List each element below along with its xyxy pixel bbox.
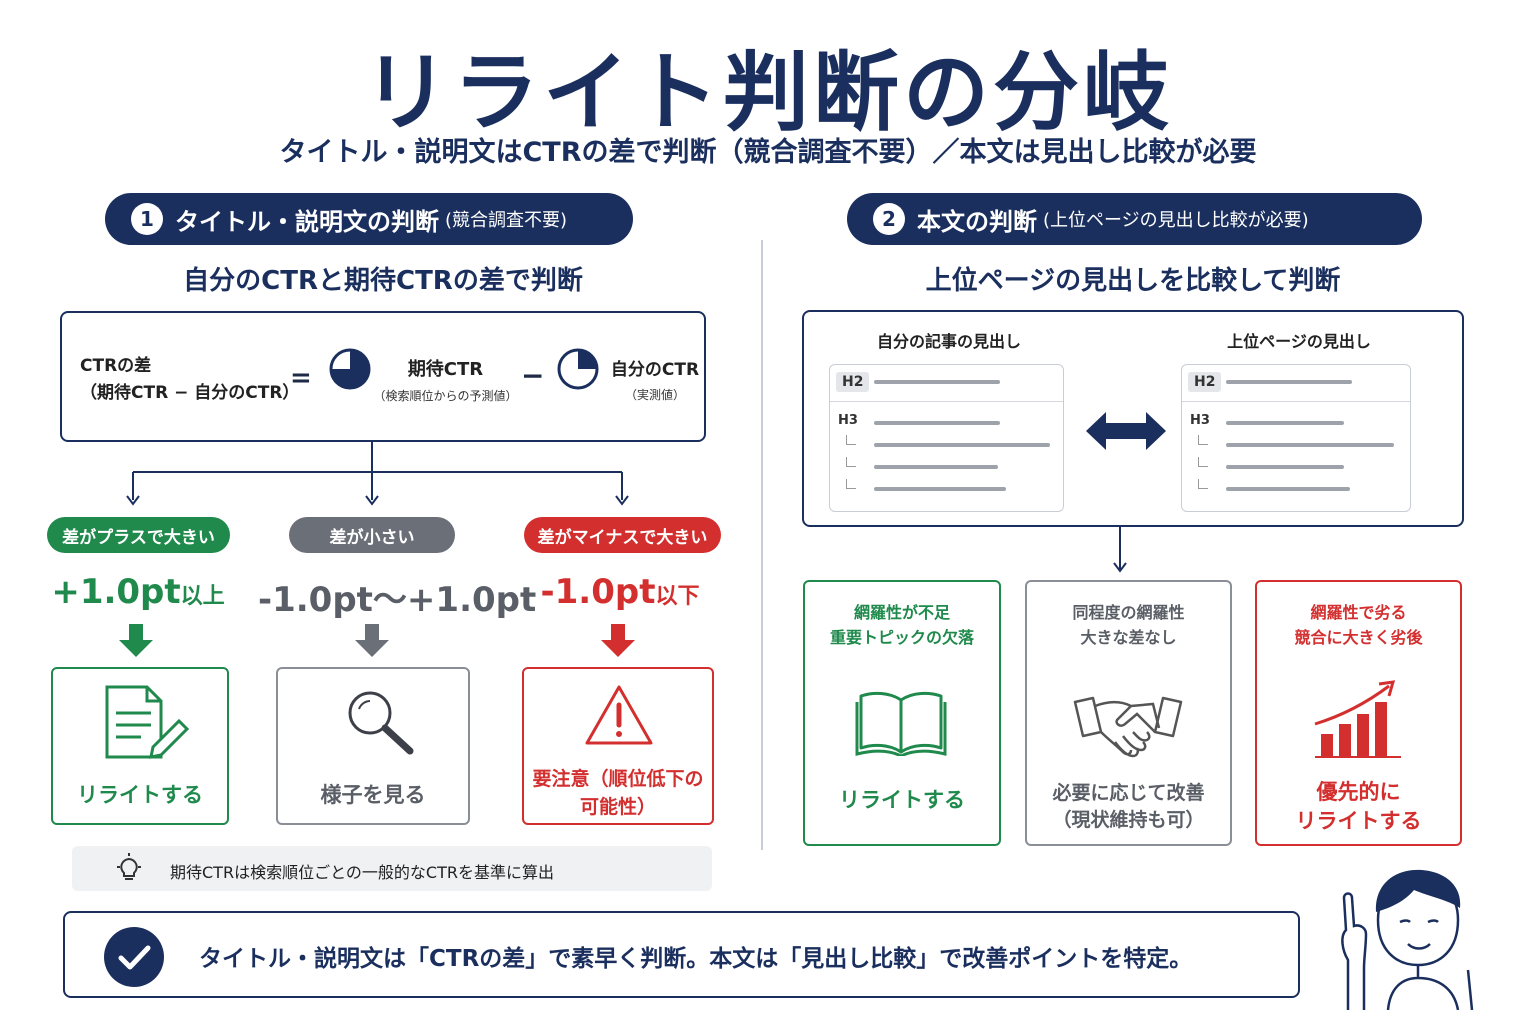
down-arrow-icon bbox=[601, 624, 635, 657]
outcome-line1: 網羅性が不足 bbox=[853, 603, 950, 622]
branch-connector bbox=[126, 442, 629, 506]
minus-sign: − bbox=[521, 359, 545, 392]
action-label: リライトする bbox=[77, 783, 203, 807]
branch-value-small: -1.0pt〜+1.0pt bbox=[258, 580, 537, 620]
expected-ctr-note: （検索順位からの予測値） bbox=[373, 389, 518, 403]
branch-tag-positive: 差がプラスで大きい bbox=[47, 517, 230, 553]
section-number: 1 bbox=[131, 203, 163, 235]
formula-lhs-line1: CTRの差 bbox=[80, 356, 152, 376]
h2-label: H2 bbox=[1188, 372, 1222, 392]
lightbulb-icon bbox=[117, 853, 141, 880]
document-edit-icon bbox=[105, 685, 190, 759]
section-2-pill: 2 本文の判断 (上位ページの見出し比較が必要) bbox=[847, 193, 1422, 245]
magnifier-icon bbox=[348, 691, 414, 755]
outcome-action: リライトする bbox=[839, 788, 965, 812]
branch-value-negative: -1.0pt以下 bbox=[540, 572, 700, 612]
outcome-action: リライトする bbox=[1295, 809, 1422, 833]
h3-label: H3 bbox=[838, 413, 858, 428]
section-1-pill: 1 タイトル・説明文の判断 (競合調査不要) bbox=[105, 193, 633, 245]
outcome-card-lacking: 網羅性が不足 重要トピックの欠落 リライトする bbox=[803, 580, 1001, 846]
section-divider bbox=[761, 240, 763, 850]
outcome-action: 優先的に bbox=[1316, 780, 1401, 804]
down-arrow-connector bbox=[1113, 527, 1127, 573]
page-subtitle: タイトル・説明文はCTRの差で判断（競合調査不要）／本文は見出し比較が必要 bbox=[279, 137, 1257, 168]
summary-text: タイトル・説明文は「CTRの差」で素早く判断。本文は「見出し比較」で改善ポイント… bbox=[199, 946, 1193, 972]
outcome-action: 必要に応じて改善 bbox=[1052, 782, 1205, 804]
outcome-line2: 競合に大きく劣後 bbox=[1294, 628, 1423, 647]
warning-icon bbox=[585, 685, 653, 745]
outcome-line1: 同程度の網羅性 bbox=[1072, 603, 1185, 622]
double-arrow-icon bbox=[1086, 412, 1166, 450]
heading-line bbox=[874, 421, 1000, 425]
equals-sign: = bbox=[290, 363, 312, 393]
heading-line bbox=[1226, 421, 1344, 425]
open-book-icon bbox=[855, 691, 947, 756]
h3-label: H3 bbox=[1190, 413, 1210, 428]
pie-icon bbox=[329, 348, 371, 390]
heading-line bbox=[874, 380, 1000, 384]
action-label: 様子を見る bbox=[320, 783, 426, 807]
page-title: リライト判断の分岐 bbox=[363, 43, 1173, 143]
branch-tag-negative: 差がマイナスで大きい bbox=[524, 517, 721, 553]
down-arrow-icon bbox=[119, 624, 153, 657]
section-note: (上位ページの見出し比較が必要) bbox=[1043, 210, 1309, 231]
heading-line bbox=[1226, 465, 1344, 469]
h2-label: H2 bbox=[836, 372, 870, 392]
outcome-line2: 重要トピックの欠落 bbox=[829, 628, 974, 647]
section-number: 2 bbox=[873, 203, 905, 235]
own-ctr-note: （実測値） bbox=[624, 388, 685, 402]
own-headings-outline: H2 H3 bbox=[829, 364, 1064, 512]
outcome-card-similar: 同程度の網羅性 大きな差なし 必要に応じて改善 （現状維持も可） bbox=[1025, 580, 1232, 846]
heading-line bbox=[874, 465, 998, 469]
section-note: (競合調査不要) bbox=[445, 210, 568, 231]
heading-compare-box: 自分の記事の見出し 上位ページの見出し H2 H3 H2 H3 bbox=[802, 310, 1464, 527]
handshake-icon bbox=[1073, 696, 1183, 758]
branch-card-watch: 様子を見る bbox=[276, 667, 470, 825]
outcome-action-note: （現状維持も可） bbox=[1052, 809, 1205, 831]
heading-line bbox=[874, 487, 1006, 491]
own-ctr-label: 自分のCTR bbox=[610, 360, 700, 380]
expected-ctr-label: 期待CTR bbox=[407, 359, 484, 380]
right-heading: 上位ページの見出しを比較して判断 bbox=[925, 266, 1341, 296]
section-label: タイトル・説明文の判断 bbox=[175, 207, 439, 236]
growth-chart-icon bbox=[1314, 680, 1401, 758]
branch-card-caution: 要注意（順位低下の 可能性） bbox=[522, 667, 714, 825]
formula-lhs-line2: （期待CTR − 自分のCTR） bbox=[80, 383, 300, 403]
ctr-formula-box: CTRの差 （期待CTR − 自分のCTR） = 期待CTR （検索順位からの予… bbox=[60, 311, 706, 442]
summary-bar: タイトル・説明文は「CTRの差」で素早く判断。本文は「見出し比較」で改善ポイント… bbox=[63, 911, 1300, 998]
section-label: 本文の判断 bbox=[917, 207, 1037, 236]
heading-line bbox=[1226, 443, 1394, 447]
heading-line bbox=[1226, 380, 1352, 384]
heading-line bbox=[874, 443, 1050, 447]
action-label: 要注意（順位低下の 可能性） bbox=[532, 768, 704, 818]
down-arrow-icon bbox=[355, 624, 389, 657]
pie-icon bbox=[557, 348, 599, 390]
branch-value-positive: +1.0pt以上 bbox=[51, 572, 225, 612]
outcome-line1: 網羅性で劣る bbox=[1310, 603, 1407, 622]
outcome-card-inferior: 網羅性で劣る 競合に大きく劣後 優先的に リライトする bbox=[1255, 580, 1462, 846]
tip-bar: 期待CTRは検索順位ごとの一般的なCTRを基準に算出 bbox=[72, 846, 712, 891]
tip-text: 期待CTRは検索順位ごとの一般的なCTRを基準に算出 bbox=[170, 863, 554, 882]
outcome-line2: 大きな差なし bbox=[1080, 628, 1177, 647]
top-headings-outline: H2 H3 bbox=[1181, 364, 1411, 512]
branch-tag-small: 差が小さい bbox=[289, 517, 455, 553]
top-headings-label: 上位ページの見出し bbox=[1227, 332, 1371, 351]
person-pointing-illustration bbox=[1341, 869, 1474, 1010]
left-heading: 自分のCTRと期待CTRの差で判断 bbox=[183, 266, 583, 296]
checkmark-icon bbox=[104, 927, 164, 987]
own-headings-label: 自分の記事の見出し bbox=[876, 332, 1021, 351]
heading-line bbox=[1226, 487, 1350, 491]
branch-card-rewrite: リライトする bbox=[51, 667, 229, 825]
